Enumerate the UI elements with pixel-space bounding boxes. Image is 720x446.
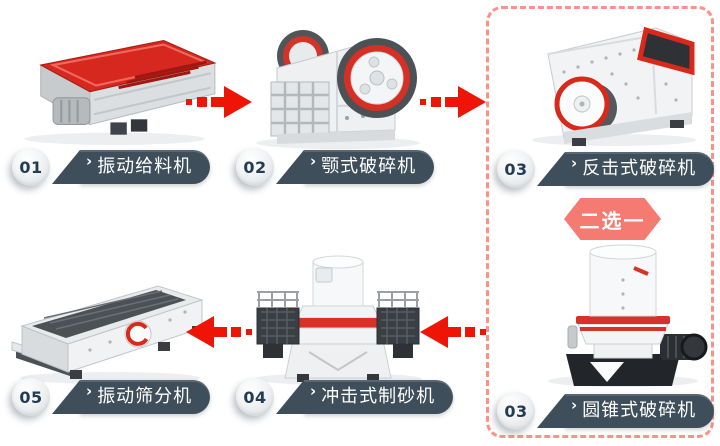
flow-arrow-right-2	[420, 80, 486, 124]
step-label-jaw-crusher[interactable]: › 颚式破碎机	[275, 150, 435, 184]
step-badge-cone-crusher: 03 › 圆锥式破碎机	[497, 392, 715, 432]
step-label-sand-making-machine[interactable]: › 冲击式制砂机	[275, 380, 454, 414]
cone-crusher-image	[538, 238, 708, 388]
flow-arrow-right-1	[186, 80, 252, 124]
step-number: 03	[497, 392, 535, 430]
choose-one-badge: 二选一	[564, 198, 661, 240]
step-label-impact-crusher[interactable]: › 反击式破碎机	[536, 152, 715, 186]
chevron-icon: ›	[310, 151, 317, 170]
choice-group-dashed-box	[486, 6, 714, 438]
step-number: 01	[12, 148, 50, 186]
jaw-crusher-image	[243, 10, 433, 150]
chevron-icon: ›	[86, 381, 93, 400]
step-badge-jaw-crusher: 02 › 颚式破碎机	[236, 148, 435, 188]
chevron-icon: ›	[571, 395, 578, 414]
step-label-text: 圆锥式破碎机	[582, 400, 697, 421]
vibrating-screen-image	[10, 252, 212, 385]
step-label-cone-crusher[interactable]: › 圆锥式破碎机	[536, 394, 715, 428]
impact-crusher-image	[520, 14, 708, 147]
chevron-icon: ›	[86, 151, 93, 170]
step-label-text: 振动筛分机	[97, 386, 193, 407]
step-label-text: 振动给料机	[97, 156, 193, 177]
chevron-icon: ›	[310, 381, 317, 400]
flow-arrow-left-2	[186, 310, 252, 354]
step-number: 03	[497, 150, 535, 188]
step-label-text: 反击式破碎机	[582, 158, 697, 179]
step-badge-vibrating-feeder: 01 › 振动给料机	[12, 148, 211, 188]
step-badge-sand-making-machine: 04 › 冲击式制砂机	[236, 378, 454, 418]
step-number: 04	[236, 378, 274, 416]
flow-arrow-left-1	[420, 310, 486, 354]
step-number: 05	[12, 378, 50, 416]
step-badge-vibrating-screen: 05 › 振动筛分机	[12, 378, 211, 418]
vibrating-feeder-image	[12, 20, 217, 148]
step-badge-impact-crusher: 03 › 反击式破碎机	[497, 150, 715, 190]
step-label-text: 冲击式制砂机	[321, 386, 436, 407]
step-number: 02	[236, 148, 274, 186]
step-label-vibrating-feeder[interactable]: › 振动给料机	[51, 150, 211, 184]
step-label-text: 颚式破碎机	[321, 156, 417, 177]
chevron-icon: ›	[571, 153, 578, 172]
step-label-vibrating-screen[interactable]: › 振动筛分机	[51, 380, 211, 414]
sand-making-machine-image	[243, 246, 433, 386]
